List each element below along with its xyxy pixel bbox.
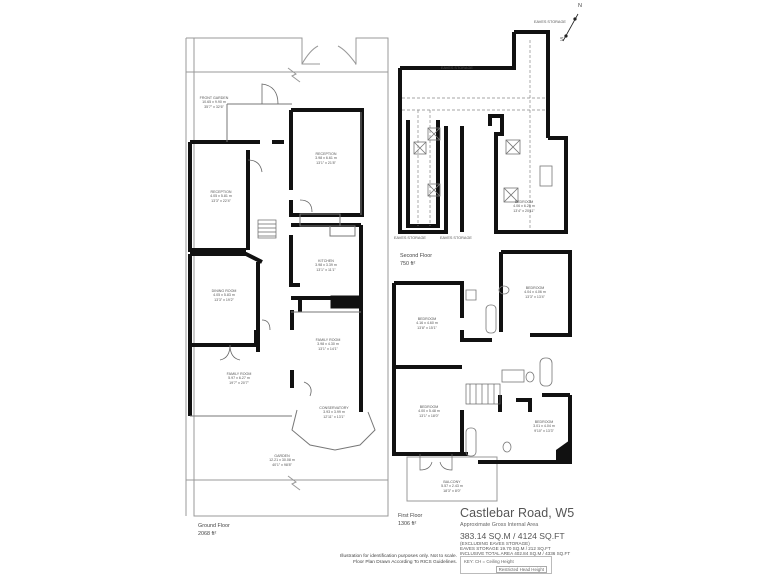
room-label-garden: Garden 12.21 x 30.08 m 40'1" x 98'8" (269, 454, 295, 467)
compass-south: S (560, 37, 564, 43)
room-label-family-room: Family Room 5.97 x 6.27 m 19'7" x 20'7" (226, 372, 252, 385)
second-floor-caption: Second Floor 750 ft² (400, 253, 433, 267)
property-title: Castlebar Road, W5 (460, 506, 575, 520)
key-ceiling-height: KEY: CH = Ceiling Height (464, 559, 514, 564)
room-label-bedroom-second: Bedroom 4.06 x 6.25 m 13'4" x 20'11" (513, 200, 535, 213)
title-block: Castlebar Road, W5 Approximate Gross Int… (460, 506, 670, 557)
eaves-storage-label: Eaves Storage (394, 236, 426, 240)
eaves-storage-label: Eaves Storage (534, 20, 566, 24)
disclaimer: Illustration for identification purposes… (340, 554, 457, 565)
area-note: EAVES STORAGE 19.70 SQ.M / 212 SQ.FT (460, 546, 551, 552)
key-restricted-head-height: Restricted Head Height (495, 566, 547, 573)
area-note: (EXCLUDING EAVES STORAGE) (460, 541, 530, 546)
room-label-conservatory: Conservatory 3.93 x 3.99 m 12'11" x 13'1… (319, 406, 349, 419)
room-label-reception-front: Reception 3.98 x 6.61 m 13'1" x 21'8" (315, 152, 337, 165)
key-box: KEY: CH = Ceiling Height Restricted Head… (460, 556, 552, 574)
room-label-dining-room: Dining Room 4.05 x 5.83 m 13'3" x 19'2" (211, 289, 237, 302)
eaves-storage-label: Eaves Storage (441, 66, 473, 70)
room-label-balcony: Balcony 5.57 x 2.43 m 18'3" x 8'0" (441, 480, 463, 493)
compass-arrow (562, 13, 579, 42)
area-total: 383.14 SQ.M / 4124 SQ.FT (460, 531, 565, 541)
room-label-bedroom-1: Bedroom 4.16 x 4.60 m 13'8" x 15'1" (416, 317, 438, 330)
room-label-bedroom-3: Bedroom 4.00 x 5.48 m 13'1" x 18'0" (418, 405, 440, 418)
compass-north: N (578, 3, 582, 9)
room-label-reception-side: Reception 4.05 x 5.81 m 13'3" x 22'4" (210, 190, 232, 203)
room-label-front-garden: Front Garden 10.65 x 9.90 m 35'7" x 32'6… (199, 96, 229, 109)
eaves-storage-label: Eaves Storage (440, 236, 472, 240)
first-floor-caption: First Floor 1306 ft² (398, 513, 423, 527)
area-note: INCLUSIVE TOTAL AREA 402.84 SQ.M / 4336 … (460, 551, 571, 557)
area-subtitle: Approximate Gross Internal Area (460, 522, 539, 528)
ground-floor-caption: Ground Floor 2068 ft² (198, 523, 230, 537)
room-label-bedroom-4: Bedroom 3.01 x 4.04 m 9'10" x 13'3" (533, 420, 555, 433)
room-label-family-room-rear: Family Room 3.98 x 4.30 m 13'1" x 14'1" (315, 338, 341, 351)
room-label-bedroom-2: Bedroom 4.04 x 4.06 m 13'3" x 13'4" (524, 286, 546, 299)
room-label-kitchen: Kitchen 3.98 x 3.39 m 13'1" x 11'1" (315, 259, 337, 272)
